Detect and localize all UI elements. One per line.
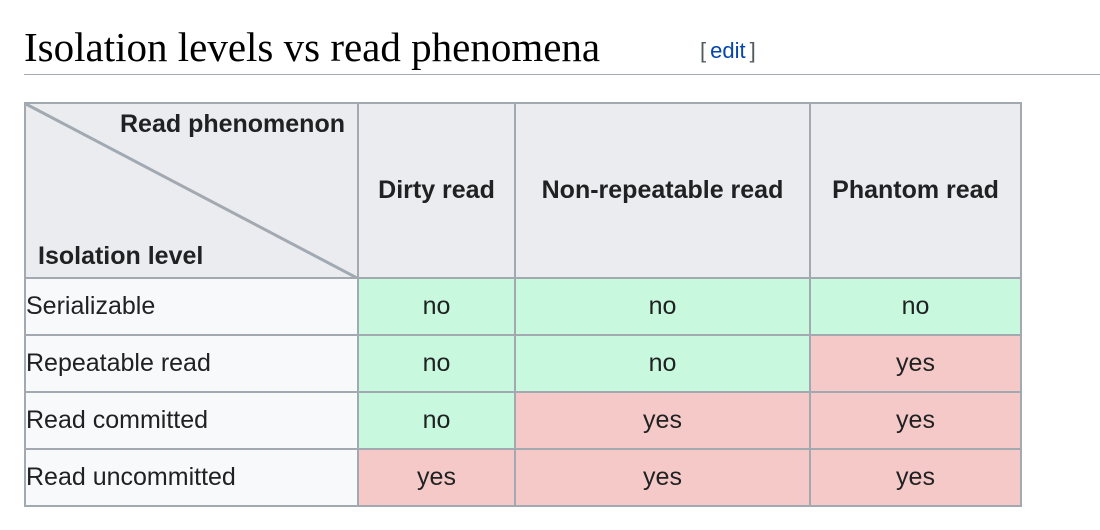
isolation-levels-table: Read phenomenon Isolation level Dirty re… <box>24 102 1022 507</box>
edit-link[interactable]: edit <box>710 38 746 63</box>
table-cell: no <box>514 277 811 336</box>
section-heading: Isolation levels vs read phenomena [edit… <box>24 18 1100 75</box>
table-cell: yes <box>514 448 811 507</box>
edit-bracket-close: ] <box>749 38 756 63</box>
edit-bracket-open: [ <box>700 38 707 63</box>
row-label: Read committed <box>24 391 359 450</box>
table-cell: no <box>809 277 1022 336</box>
corner-label-phenomenon: Read phenomenon <box>119 110 345 138</box>
edit-section-link-group: [edit] <box>700 38 756 64</box>
table-cell: yes <box>809 448 1022 507</box>
section-title: Isolation levels vs read phenomena <box>24 24 601 70</box>
header-row: Read phenomenon Isolation level Dirty re… <box>24 102 1022 279</box>
table-row: Repeatable read no no yes <box>24 334 1022 393</box>
table-cell: no <box>514 334 811 393</box>
row-label: Repeatable read <box>24 334 359 393</box>
row-label: Read uncommitted <box>24 448 359 507</box>
column-header-phantom-read: Phantom read <box>809 102 1022 279</box>
table-cell: no <box>357 334 516 393</box>
column-header-non-repeatable-read: Non-repeatable read <box>514 102 811 279</box>
table-cell: yes <box>809 334 1022 393</box>
row-label: Serializable <box>24 277 359 336</box>
table-row: Serializable no no no <box>24 277 1022 336</box>
table-row: Read committed no yes yes <box>24 391 1022 450</box>
table-cell: no <box>357 277 516 336</box>
table-cell: yes <box>514 391 811 450</box>
column-header-dirty-read: Dirty read <box>357 102 516 279</box>
table-cell: no <box>357 391 516 450</box>
corner-header: Read phenomenon Isolation level <box>24 102 359 279</box>
table-cell: yes <box>357 448 516 507</box>
table-row: Read uncommitted yes yes yes <box>24 448 1022 507</box>
diagonal-divider <box>27 105 356 276</box>
table-cell: yes <box>809 391 1022 450</box>
corner-label-isolation: Isolation level <box>38 242 204 270</box>
